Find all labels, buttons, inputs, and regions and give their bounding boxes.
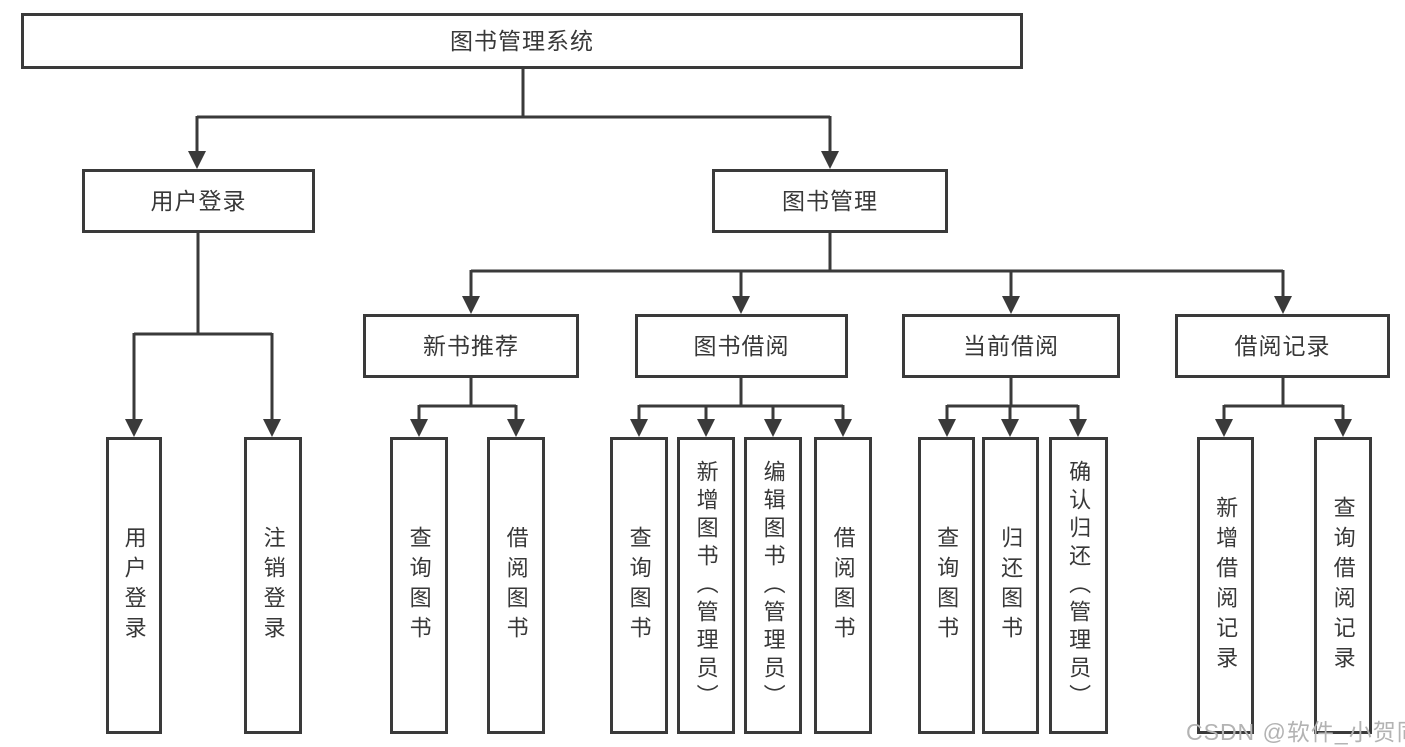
node-user-login-leaf: 用户登录 (106, 437, 162, 734)
node-label: 图书管理系统 (450, 27, 594, 54)
node-label: 查询图书 (406, 525, 432, 646)
node-add-books-admin: 新增图书（管理员） (677, 437, 735, 734)
node-borrowing-records: 借阅记录 (1175, 314, 1390, 378)
node-add-borrow-record: 新增借阅记录 (1197, 437, 1254, 734)
node-book-borrowing: 图书借阅 (635, 314, 848, 378)
node-borrow-books: 借阅图书 (487, 437, 545, 734)
connector-new-rec-children (410, 378, 525, 437)
node-new-book-recommendation: 新书推荐 (363, 314, 579, 378)
node-query-books: 查询图书 (390, 437, 448, 734)
node-label: 编辑图书（管理员） (760, 459, 786, 712)
connector-records-children (1215, 378, 1352, 437)
node-label: 新书推荐 (423, 332, 519, 359)
node-label: 新增图书（管理员） (693, 459, 719, 712)
node-label: 借阅图书 (830, 525, 856, 646)
node-edit-books-admin: 编辑图书（管理员） (744, 437, 802, 734)
node-query-books: 查询图书 (918, 437, 975, 734)
node-query-borrow-record: 查询借阅记录 (1314, 437, 1372, 734)
node-library-management-system: 图书管理系统 (21, 13, 1023, 69)
node-label: 当前借阅 (963, 332, 1059, 359)
node-label: 用户登录 (150, 187, 247, 214)
node-return-books: 归还图书 (982, 437, 1039, 734)
node-label: 借阅记录 (1234, 332, 1331, 359)
node-borrow-books: 借阅图书 (814, 437, 872, 734)
connector-root-to-level1 (188, 69, 839, 169)
node-current-borrowing: 当前借阅 (902, 314, 1120, 378)
connector-book-mgmt-children (462, 233, 1292, 314)
node-label: 用户登录 (121, 525, 147, 646)
node-user-login: 用户登录 (82, 169, 315, 233)
node-logout: 注销登录 (244, 437, 302, 734)
node-label: 确认归还（管理员） (1066, 459, 1092, 712)
node-label: 图书管理 (782, 187, 878, 214)
node-query-books: 查询图书 (610, 437, 668, 734)
connector-borrow-children (630, 378, 852, 437)
node-label: 归还图书 (998, 525, 1024, 646)
node-label: 新增借阅记录 (1213, 495, 1239, 676)
node-label: 借阅图书 (503, 525, 529, 646)
node-label: 注销登录 (260, 525, 286, 646)
node-label: 查询图书 (626, 525, 652, 646)
connector-user-login-children (125, 233, 281, 437)
node-book-management: 图书管理 (712, 169, 948, 233)
node-label: 图书借阅 (693, 332, 790, 359)
node-label: 查询图书 (934, 525, 960, 646)
node-confirm-return-admin: 确认归还（管理员） (1049, 437, 1108, 734)
csdn-watermark: CSDN @软件_小贺同学 (1186, 719, 1405, 745)
connector-current-children (938, 378, 1087, 437)
node-label: 查询借阅记录 (1330, 495, 1356, 676)
